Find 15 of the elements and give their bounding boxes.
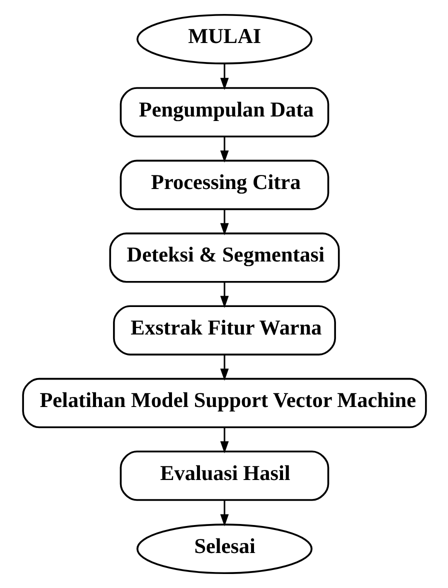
- node-box: Evaluasi Hasil: [119, 450, 329, 501]
- node-ellipse: Selesai: [136, 524, 312, 574]
- node-box: Pengumpulan Data: [119, 87, 329, 138]
- node-box: Exstrak Fitur Warna: [112, 305, 336, 356]
- arrow: [220, 427, 228, 454]
- arrow: [220, 136, 228, 163]
- arrow: [220, 282, 228, 308]
- arrow: [220, 354, 228, 381]
- arrow: [220, 64, 228, 90]
- node-box: Processing Citra: [119, 160, 329, 210]
- node-box: Pelatihan Model Support Vector Machine: [22, 378, 426, 428]
- arrow: [220, 209, 228, 236]
- arrow: [220, 500, 228, 526]
- node-ellipse: MULAI: [136, 14, 312, 64]
- node-box: Deteksi & Segmentasi: [108, 232, 340, 283]
